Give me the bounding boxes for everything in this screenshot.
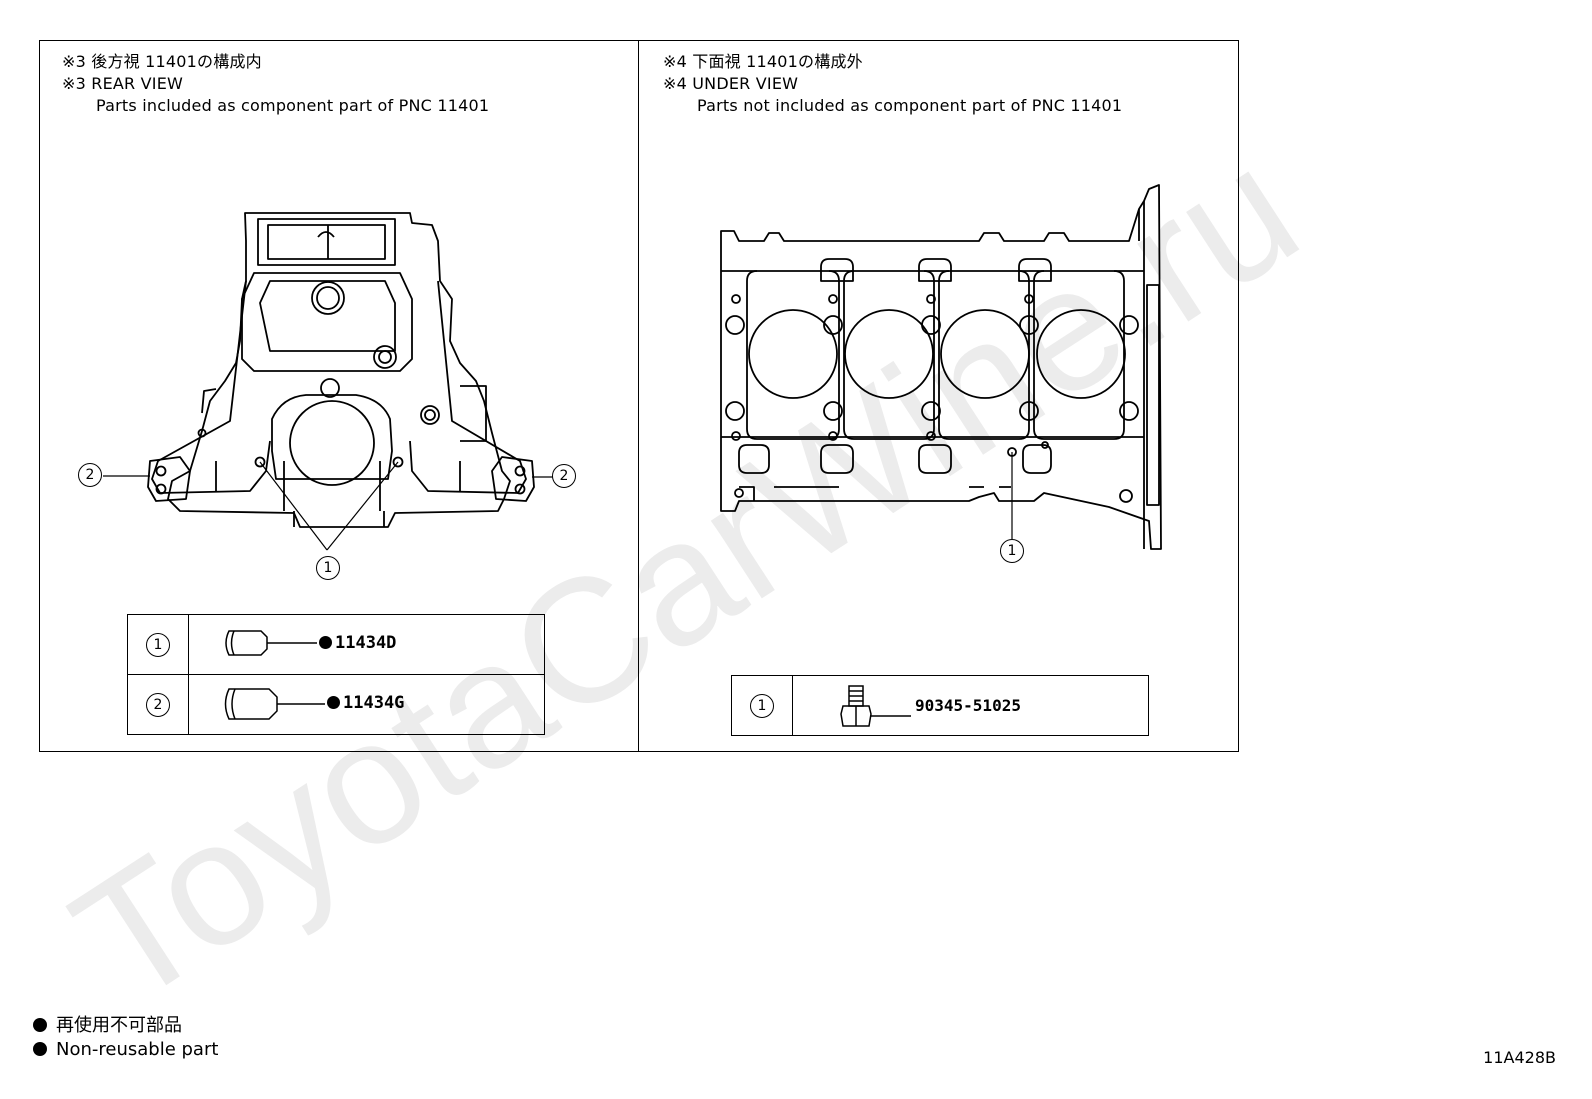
parts-ref-cell: 1 xyxy=(731,675,793,736)
under-view-header: ※4 下面視 11401の構成外 ※4 UNDER VIEW Parts not… xyxy=(663,51,1122,117)
part-number-text: 11434G xyxy=(343,693,405,713)
pin-icon xyxy=(225,630,317,656)
legend: 再使用不可部品 Non-reusable part xyxy=(33,1014,218,1062)
parts-detail-cell: 90345-51025 xyxy=(792,675,1149,736)
under-view-engine-block-drawing xyxy=(720,184,1162,550)
rear-callout-2-left: 2 xyxy=(78,463,102,487)
under-view-description: Parts not included as component part of … xyxy=(697,96,1123,115)
part-number: 11434D xyxy=(319,633,396,653)
non-reusable-dot-icon xyxy=(327,696,340,709)
rear-view-description: Parts included as component part of PNC … xyxy=(96,96,490,115)
parts-detail-cell: 11434G xyxy=(188,674,545,735)
legend-item-en: Non-reusable part xyxy=(33,1038,218,1062)
rear-view-header: ※3 後方視 11401の構成内 ※3 REAR VIEW Parts incl… xyxy=(62,51,489,117)
rear-view-engine-block-drawing xyxy=(103,212,553,551)
under-view-title-jp: ※4 下面視 11401の構成外 xyxy=(663,52,863,71)
ref-number: 2 xyxy=(146,692,170,717)
legend-item-jp: 再使用不可部品 xyxy=(33,1014,218,1038)
parts-ref-cell: 1 xyxy=(127,614,189,675)
under-view-parts-table: 1 90345-51025 xyxy=(731,675,1149,736)
part-number: 11434G xyxy=(327,693,404,713)
ref-number: 1 xyxy=(146,632,170,657)
under-view-title-en: ※4 UNDER VIEW xyxy=(663,74,799,93)
non-reusable-dot-icon xyxy=(319,636,332,649)
rear-view-title-jp: ※3 後方視 11401の構成内 xyxy=(62,52,262,71)
filled-dot-icon xyxy=(33,1042,47,1056)
part-number: 90345-51025 xyxy=(915,696,1021,715)
under-view-panel: ※4 下面視 11401の構成外 ※4 UNDER VIEW Parts not… xyxy=(638,40,1239,752)
rear-view-panel: ※3 後方視 11401の構成内 ※3 REAR VIEW Parts incl… xyxy=(39,40,639,752)
legend-label-en: Non-reusable part xyxy=(56,1039,219,1060)
rear-callout-2-right: 2 xyxy=(552,464,576,488)
filled-dot-icon xyxy=(33,1018,47,1032)
parts-row: 2 11434G xyxy=(127,674,545,735)
legend-label-jp: 再使用不可部品 xyxy=(56,1015,182,1036)
pin-icon xyxy=(224,688,325,720)
rear-view-parts-table: 1 11434D 2 xyxy=(127,614,545,735)
parts-row: 1 11434D xyxy=(127,614,545,675)
rear-callout-1: 1 xyxy=(316,556,340,580)
parts-row: 1 90345-51025 xyxy=(731,675,1149,736)
rear-view-title-en: ※3 REAR VIEW xyxy=(62,74,184,93)
parts-detail-cell: 11434D xyxy=(188,614,545,675)
illustration-id: 11A428B xyxy=(1483,1048,1556,1067)
under-callout-1: 1 xyxy=(1000,539,1024,563)
parts-ref-cell: 2 xyxy=(127,674,189,735)
part-number-text: 11434D xyxy=(335,633,397,653)
ref-number: 1 xyxy=(750,693,774,718)
plug-bolt-icon xyxy=(840,685,911,727)
